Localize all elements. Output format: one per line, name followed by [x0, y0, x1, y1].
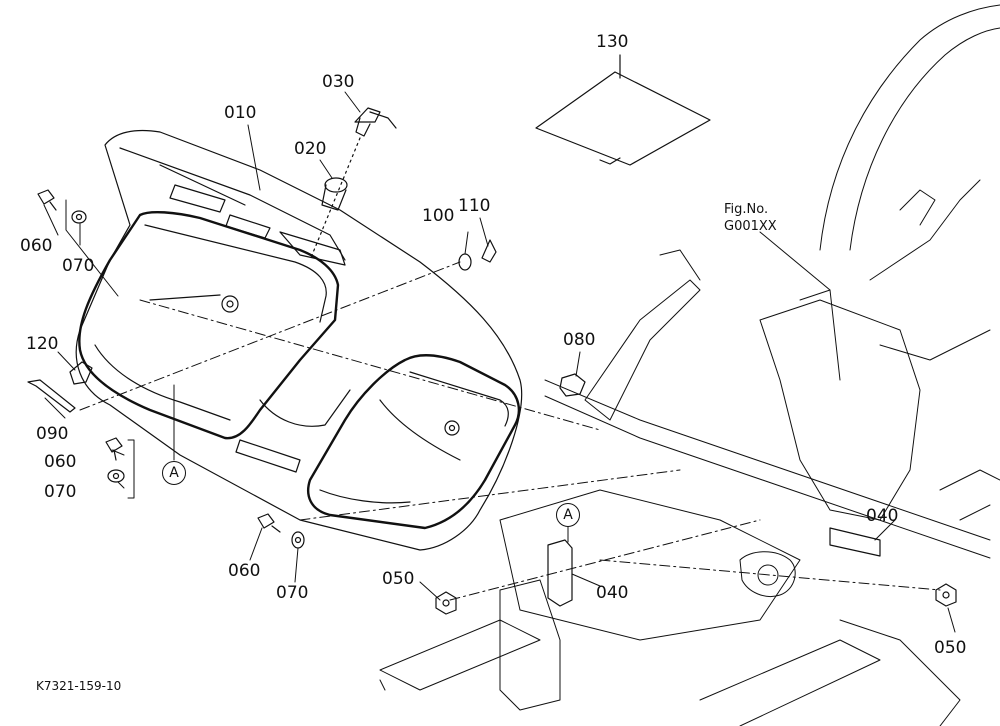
callout-040-right: 040: [866, 506, 899, 526]
callout-110: 110: [458, 196, 491, 216]
key-switch-part: [309, 107, 397, 261]
bracket-040-left: [547, 539, 573, 607]
figure-ref-line1: Fig.No.: [724, 202, 769, 217]
washer-070-mid: [107, 469, 125, 483]
pin-110: [481, 239, 497, 263]
callout-010: 010: [224, 103, 257, 123]
drawing-code: K7321-159-10: [36, 679, 122, 693]
callout-060-top: 060: [20, 236, 53, 256]
handle-slot: [235, 439, 301, 473]
callout-030: 030: [322, 72, 355, 92]
callout-120: 120: [26, 334, 59, 354]
callout-080: 080: [563, 330, 596, 350]
callout-040-left: 040: [596, 583, 629, 603]
toolbox-lid-part: [75, 129, 523, 551]
washer-070-bottom: [291, 531, 305, 549]
callout-090: 090: [36, 424, 69, 444]
bolt-060-mid: [105, 437, 123, 461]
washer-070-top: [71, 210, 87, 224]
callout-050-right: 050: [934, 638, 967, 658]
bezel-part: [321, 177, 348, 211]
decal-sheet-part: [535, 54, 711, 166]
nut-050-right: [935, 583, 957, 607]
callout-070-bottom: 070: [276, 583, 309, 603]
figure-ref-line2: G001XX: [724, 219, 777, 234]
nut-080: [559, 373, 586, 397]
bolt-060-top: [37, 189, 57, 211]
right-compartment-part: [307, 354, 521, 530]
callout-070-top: 070: [62, 256, 95, 276]
bolt-060-bottom: [257, 513, 281, 533]
tractor-frame: [79, 4, 1000, 726]
nut-050-left: [435, 591, 457, 615]
clip-120: [69, 361, 93, 385]
callout-060-mid: 060: [44, 452, 77, 472]
washer-100: [458, 253, 472, 271]
callout-020: 020: [294, 139, 327, 159]
callout-050-left: 050: [382, 569, 415, 589]
leader-lines: [43, 91, 956, 633]
rod-090: [27, 379, 76, 413]
bracket-040-right: [829, 527, 881, 557]
reference-mark-a-right: A: [556, 503, 580, 527]
left-compartment-part: [78, 210, 351, 440]
callout-100: 100: [422, 206, 455, 226]
reference-mark-a-left: A: [162, 461, 186, 485]
callout-070-mid: 070: [44, 482, 77, 502]
callout-130: 130: [596, 32, 629, 52]
callout-060-bottom: 060: [228, 561, 261, 581]
